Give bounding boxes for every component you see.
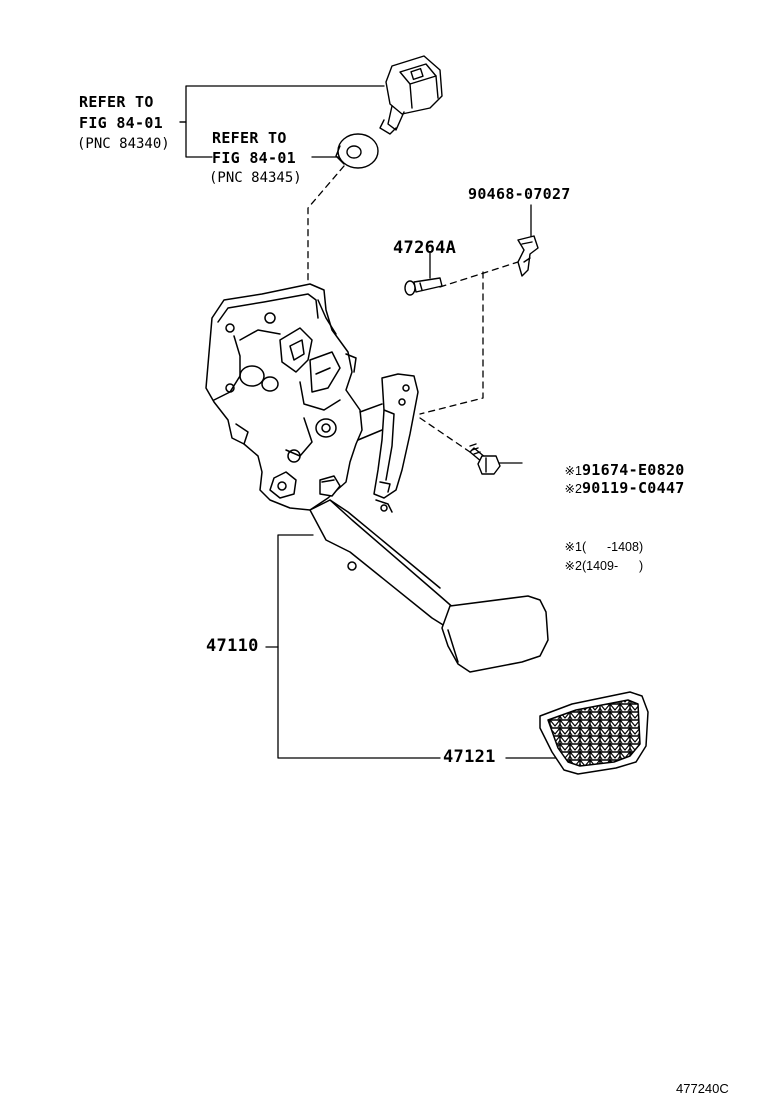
part-number-bolt-2: 90119-C0447	[581, 479, 685, 497]
part-number-clip: 90468-07027	[468, 185, 571, 203]
ref-1-line-3: (PNC 84340)	[77, 136, 170, 152]
part-number-pedal-pad: 47121	[443, 747, 496, 767]
leader-lines	[179, 85, 561, 759]
note-range-1-text: ( -1408)	[581, 540, 644, 554]
bolt-part	[469, 443, 501, 475]
figure-code: 477240C	[676, 1081, 729, 1096]
note-range-1: ※1( -1408)	[526, 522, 644, 570]
pedal-lever	[309, 499, 549, 673]
note-range-2: ※2(1409- )	[526, 541, 644, 589]
pedal-bracket	[205, 283, 419, 513]
bolt-callout-1: ※191674-E0820	[526, 446, 685, 494]
ref-2-line-2: FIG 84-01	[212, 149, 296, 167]
note-range-1-mark: ※1	[564, 540, 582, 554]
note-mark-1: ※1	[564, 464, 582, 478]
ref-1-line-2: FIG 84-01	[79, 114, 163, 132]
stop-lamp-switch	[379, 55, 443, 135]
pin-part	[404, 277, 443, 296]
part-number-pedal-assy: 47110	[206, 636, 259, 656]
ref-2-line-1: REFER TO	[212, 129, 287, 147]
ref-1-line-1: REFER TO	[79, 93, 154, 111]
clip-part	[517, 235, 539, 277]
pedal-pad	[539, 691, 649, 775]
part-number-pin: 47264A	[393, 238, 457, 258]
bolt-callout-2: ※290119-C0447	[526, 464, 685, 512]
note-mark-2: ※2	[564, 482, 582, 496]
note-range-2-mark: ※2	[564, 559, 582, 573]
ref-2-line-3: (PNC 84345)	[209, 170, 302, 186]
note-range-2-text: (1409- )	[581, 559, 644, 573]
cushion-grommet	[335, 133, 379, 169]
part-number-bolt-1: 91674-E0820	[581, 461, 685, 479]
dashed-guides	[307, 165, 519, 453]
